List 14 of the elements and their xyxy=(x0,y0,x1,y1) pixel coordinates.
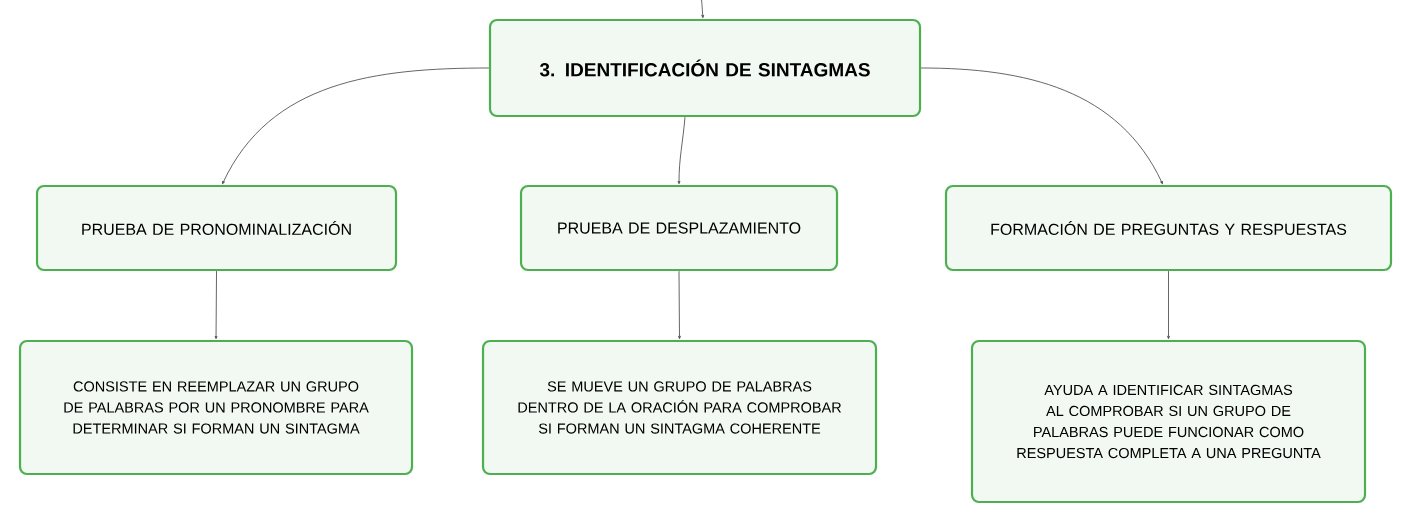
arrow xyxy=(677,116,686,185)
description-box: CONSISTE EN REEMPLAZAR UN GRUPO DE PALABRAS POR UN PRONOMBRE PARA DETERMINAR SI FORMAN UN SINTAGMA xyxy=(18,339,414,476)
arrow xyxy=(678,270,681,340)
arrow xyxy=(214,270,218,340)
arrow xyxy=(222,67,490,185)
description-box: SE MUEVE UN GRUPO DE PALABRAS DENTRO DE LA ORACIÓN PARA COMPROBAR SI FORMAN UN SINTAGMA COHERENTE xyxy=(481,339,878,476)
topic-box: FORMACIÓN DE PREGUNTAS Y RESPUESTAS xyxy=(944,184,1393,272)
arrow xyxy=(920,67,1163,185)
topic-box: PRUEBA DE DESPLAZAMIENTO xyxy=(519,184,839,272)
topic-box: PRUEBA DE PRONOMINALIZACIÓN xyxy=(35,184,398,272)
arrow xyxy=(699,0,705,19)
title-box: 3. IDENTIFICACIÓN DE SINTAGMAS xyxy=(488,18,922,118)
arrow xyxy=(1167,270,1170,340)
description-box: AYUDA A IDENTIFICAR SINTAGMAS AL COMPROBAR SI UN GRUPO DE PALABRAS PUEDE FUNCIONAR COMO RESPUESTA COMPLETA A UNA PREGUNTA xyxy=(970,339,1367,504)
